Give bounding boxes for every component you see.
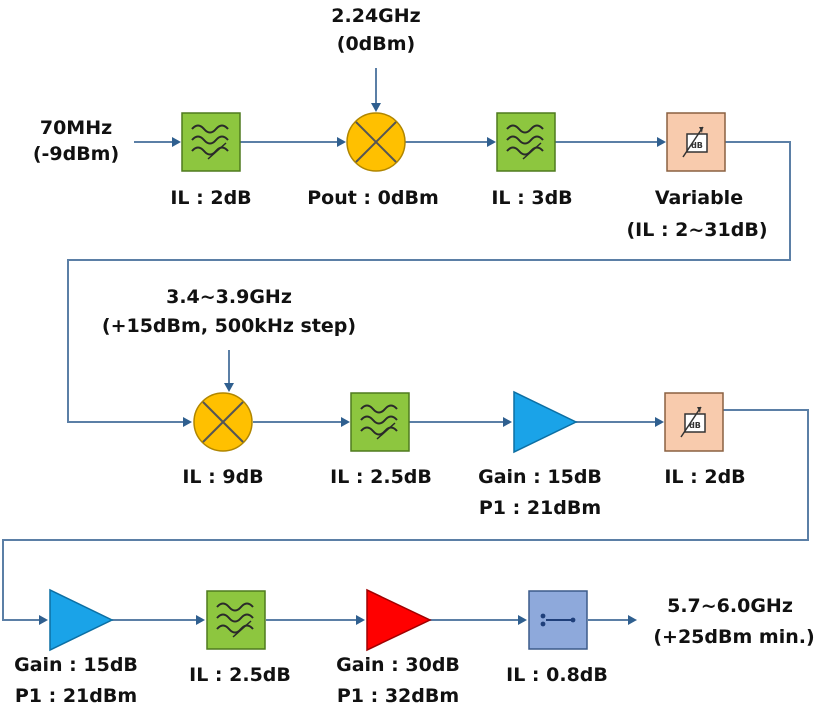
filter3-label: IL : 2.5dB (330, 466, 432, 488)
filter2-label: IL : 3dB (491, 187, 572, 209)
wires (2, 68, 809, 625)
filter4-label: IL : 2.5dB (189, 664, 291, 686)
amp2-label-1: Gain : 15dB (14, 654, 138, 676)
attenuator-2-db-text: dB (689, 421, 701, 430)
filter-1 (181, 112, 241, 172)
amplifier-1 (513, 390, 578, 454)
lo2-freq: 3.4~3.9GHz (166, 286, 292, 308)
attenuator1-label-2: (IL : 2~31dB) (626, 219, 767, 241)
filter-3 (350, 392, 410, 452)
amp1-label-1: Gain : 15dB (478, 466, 602, 488)
labels: 70MHz (-9dBm) 2.24GHz (0dBm) IL : 2dB Po… (14, 5, 815, 707)
filter-2 (496, 112, 556, 172)
output-power: (+25dBm min.) (653, 626, 814, 648)
mixer1-label: Pout : 0dBm (307, 187, 439, 209)
amp1-label-2: P1 : 21dBm (479, 497, 601, 519)
attenuator-1: dB (666, 112, 726, 172)
lo2-detail: (+15dBm, 500kHz step) (102, 315, 356, 337)
filter1-label: IL : 2dB (170, 187, 251, 209)
input-power: (-9dBm) (33, 143, 119, 165)
amp3-label-2: P1 : 32dBm (337, 685, 459, 707)
mixer-2 (193, 392, 253, 452)
amplifier-3-power (366, 588, 432, 652)
lo1-power: (0dBm) (337, 33, 415, 55)
attenuator1-label-1: Variable (655, 187, 743, 209)
filter-4 (206, 590, 266, 650)
switch-label: IL : 0.8dB (506, 664, 608, 686)
wire-row1-row2 (67, 141, 791, 423)
amplifier-2 (49, 588, 114, 652)
wire-row2-row3 (2, 409, 809, 621)
attenuator-1-db-text: dB (691, 141, 703, 150)
amp2-label-2: P1 : 21dBm (15, 685, 137, 707)
switch (528, 590, 588, 650)
attenuator-2: dB (664, 392, 724, 452)
mixer2-label: IL : 9dB (182, 466, 263, 488)
input-freq: 70MHz (40, 117, 112, 139)
attenuator2-label: IL : 2dB (664, 466, 745, 488)
amp3-label-1: Gain : 30dB (336, 654, 460, 676)
mixer-1 (346, 112, 406, 172)
output-freq: 5.7~6.0GHz (667, 595, 793, 617)
lo1-freq: 2.24GHz (331, 5, 420, 27)
